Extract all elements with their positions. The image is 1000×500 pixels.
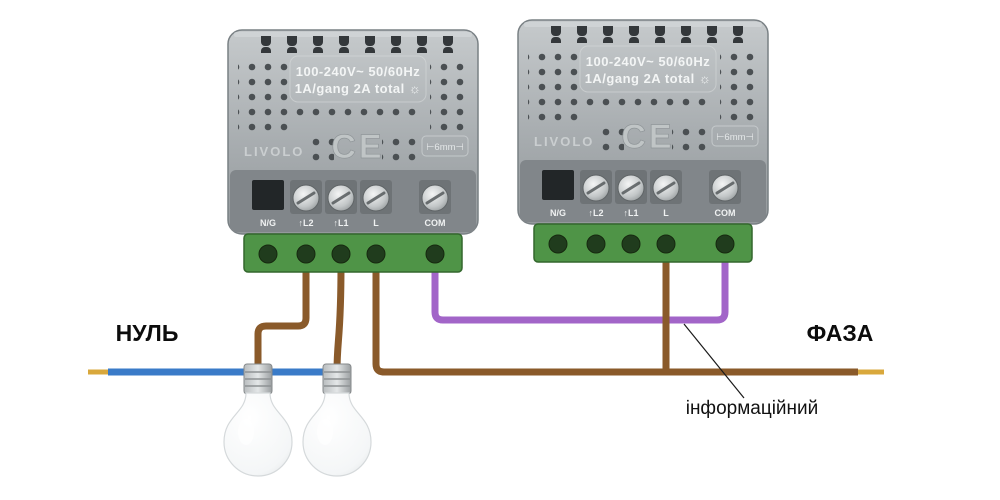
module-top-highlight <box>524 22 762 27</box>
wire-gauge-label: ⊢6mm⊣ <box>716 132 754 143</box>
bulb-cap-ridges <box>324 371 350 387</box>
terminal-label-ng: N/G <box>550 208 566 218</box>
module-vent-slots <box>250 36 456 53</box>
terminal-block <box>533 223 753 263</box>
rating-plate <box>289 55 427 103</box>
terminal-label-l: L <box>663 208 669 218</box>
signal-wire-pointer-line <box>683 323 745 399</box>
light-bulb-1 <box>223 363 293 477</box>
bulb-cap-ridges <box>245 371 271 387</box>
wire-gauge-box: ⊢6mm⊣ <box>711 125 759 147</box>
load-wire-bulb1 <box>254 266 310 372</box>
wires <box>88 256 884 376</box>
ce-mark: CE <box>331 128 384 166</box>
terminal-label-ng: N/G <box>260 218 276 228</box>
terminal-opening-ng <box>252 180 284 210</box>
terminal-opening-ng <box>542 170 574 200</box>
module-vent-holes <box>528 46 758 154</box>
phase-wire-main <box>372 266 858 376</box>
terminal-labels: N/G ↑L2 ↑L1 L COM <box>550 208 736 218</box>
wire-gauge-label: ⊢6mm⊣ <box>426 142 464 153</box>
brand-logo: LIVOLO <box>244 144 304 159</box>
switch-module-left: 100-240V~ 50/60Hz 1A/gang 2A total ☼ LIV… <box>227 29 479 273</box>
rating-plate <box>579 45 717 93</box>
terminal-screws <box>290 180 451 214</box>
terminal-labels: N/G ↑L2 ↑L1 L COM <box>260 218 446 228</box>
terminal-label-l1: ↑L1 <box>623 208 638 218</box>
terminal-label-com: COM <box>425 218 446 228</box>
module-top-highlight <box>234 32 472 37</box>
bulb-glass <box>223 392 293 477</box>
terminal-label-l: L <box>373 218 379 228</box>
terminal-screws <box>580 170 741 204</box>
neutral-label: НУЛЬ <box>116 320 179 346</box>
rating-line2: 1A/gang 2A total ☼ <box>295 81 422 96</box>
signal-wire-label: інформаційний <box>686 398 819 419</box>
terminal-label-l2: ↑L2 <box>298 218 313 228</box>
ce-mark: CE <box>621 118 674 156</box>
brand-logo: LIVOLO <box>534 134 594 149</box>
terminal-label-l1: ↑L1 <box>333 218 348 228</box>
signal-wire <box>431 256 729 324</box>
rating-line2: 1A/gang 2A total ☼ <box>585 71 712 86</box>
rating-line1: 100-240V~ 50/60Hz <box>296 64 421 79</box>
bulb-highlight <box>317 419 333 445</box>
terminal-label-l2: ↑L2 <box>588 208 603 218</box>
phase-label: ФАЗА <box>807 320 874 346</box>
terminal-block <box>243 233 463 273</box>
terminal-label-com: COM <box>715 208 736 218</box>
rating-line1: 100-240V~ 50/60Hz <box>586 54 711 69</box>
module-vent-holes <box>238 56 468 164</box>
bulb-glass <box>302 392 372 477</box>
light-bulb-2 <box>302 363 372 477</box>
switch-module-right: 100-240V~ 50/60Hz 1A/gang 2A total ☼ LIV… <box>517 19 769 263</box>
module-vent-slots <box>540 26 746 43</box>
bulb-highlight <box>238 419 254 445</box>
wire-gauge-box: ⊢6mm⊣ <box>421 135 469 157</box>
load-wire-bulb2 <box>333 265 345 373</box>
